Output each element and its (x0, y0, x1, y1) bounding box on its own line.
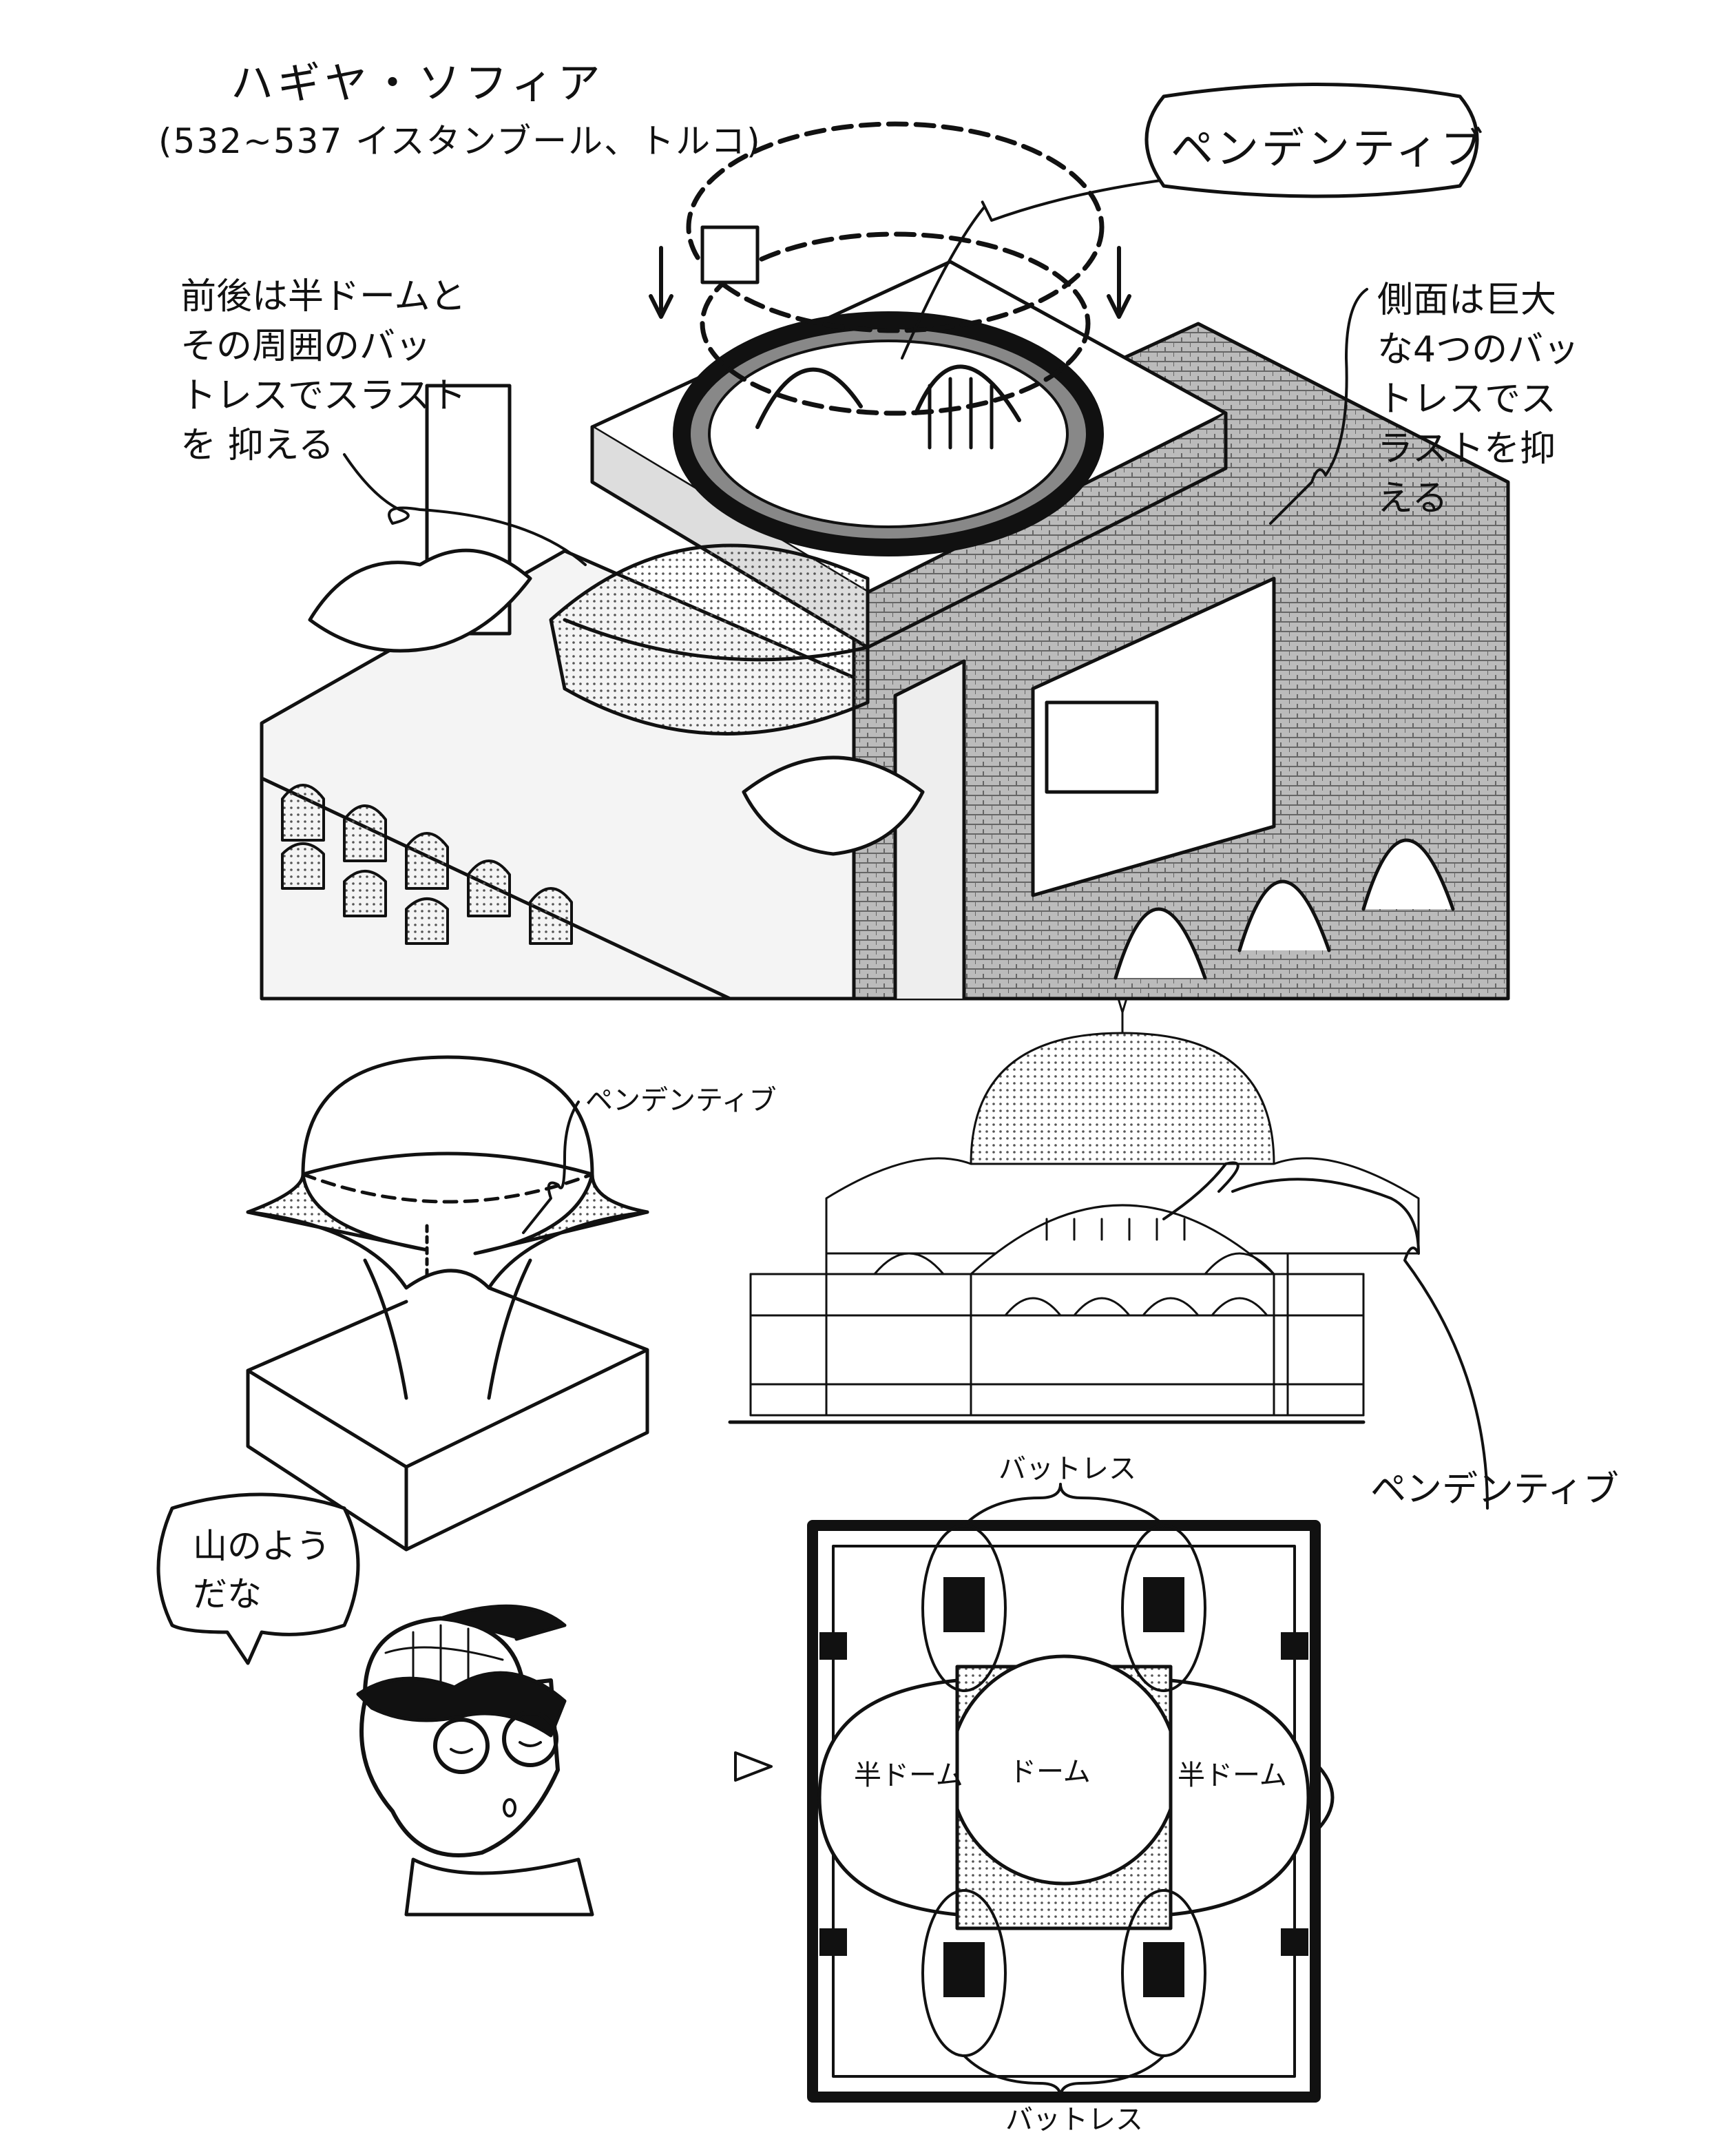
section-elevation-drawing (728, 997, 1420, 1424)
arched-windows (281, 784, 573, 945)
leader-section-pendentive (1162, 1161, 1489, 1510)
buttress-bottom-label: バットレス (1005, 2104, 1143, 2136)
leader-side (1269, 288, 1368, 525)
dome-label: ドーム (1009, 1756, 1091, 1788)
leader-pendentive-diagram (522, 1101, 580, 1234)
play-triangle-icon (734, 1751, 773, 1782)
pendentive-bubble-label: ペンデンティブ (1171, 123, 1487, 174)
buttress-top-label: バットレス (998, 1453, 1136, 1485)
leader-pendentive-bubble (901, 178, 1172, 359)
pendentive-bubble-outline (1144, 83, 1479, 198)
character-speech-bubble-outline (156, 1492, 360, 1665)
page-subtitle: (532~537 イスタンブール、トルコ) (158, 121, 762, 161)
character-speech: 山のよう だな (193, 1526, 331, 1614)
half-dome-left-label: 半ドーム (854, 1760, 963, 1791)
page-title: ハギヤ・ソフィア (231, 58, 605, 108)
isometric-building-drawing (260, 121, 1510, 1001)
side-note: 側面は巨大 な4つのバッ トレスでス ラストを抑 える (1377, 280, 1580, 519)
half-dome-right-label: 半ドーム (1178, 1760, 1287, 1791)
pendentive-plan-label: ペンデンティブ (1370, 1469, 1619, 1510)
leader-front-back (343, 453, 587, 566)
floor-plan-drawing (807, 1483, 1335, 2103)
pendentive-diagram-label: ペンデンティブ (585, 1085, 777, 1116)
front-back-note: 前後は半ドームと その周囲のバッ トレスでスラスト を 抑える (180, 276, 466, 466)
character-drawing (356, 1604, 594, 1917)
pendentive-diagram (246, 1055, 649, 1552)
